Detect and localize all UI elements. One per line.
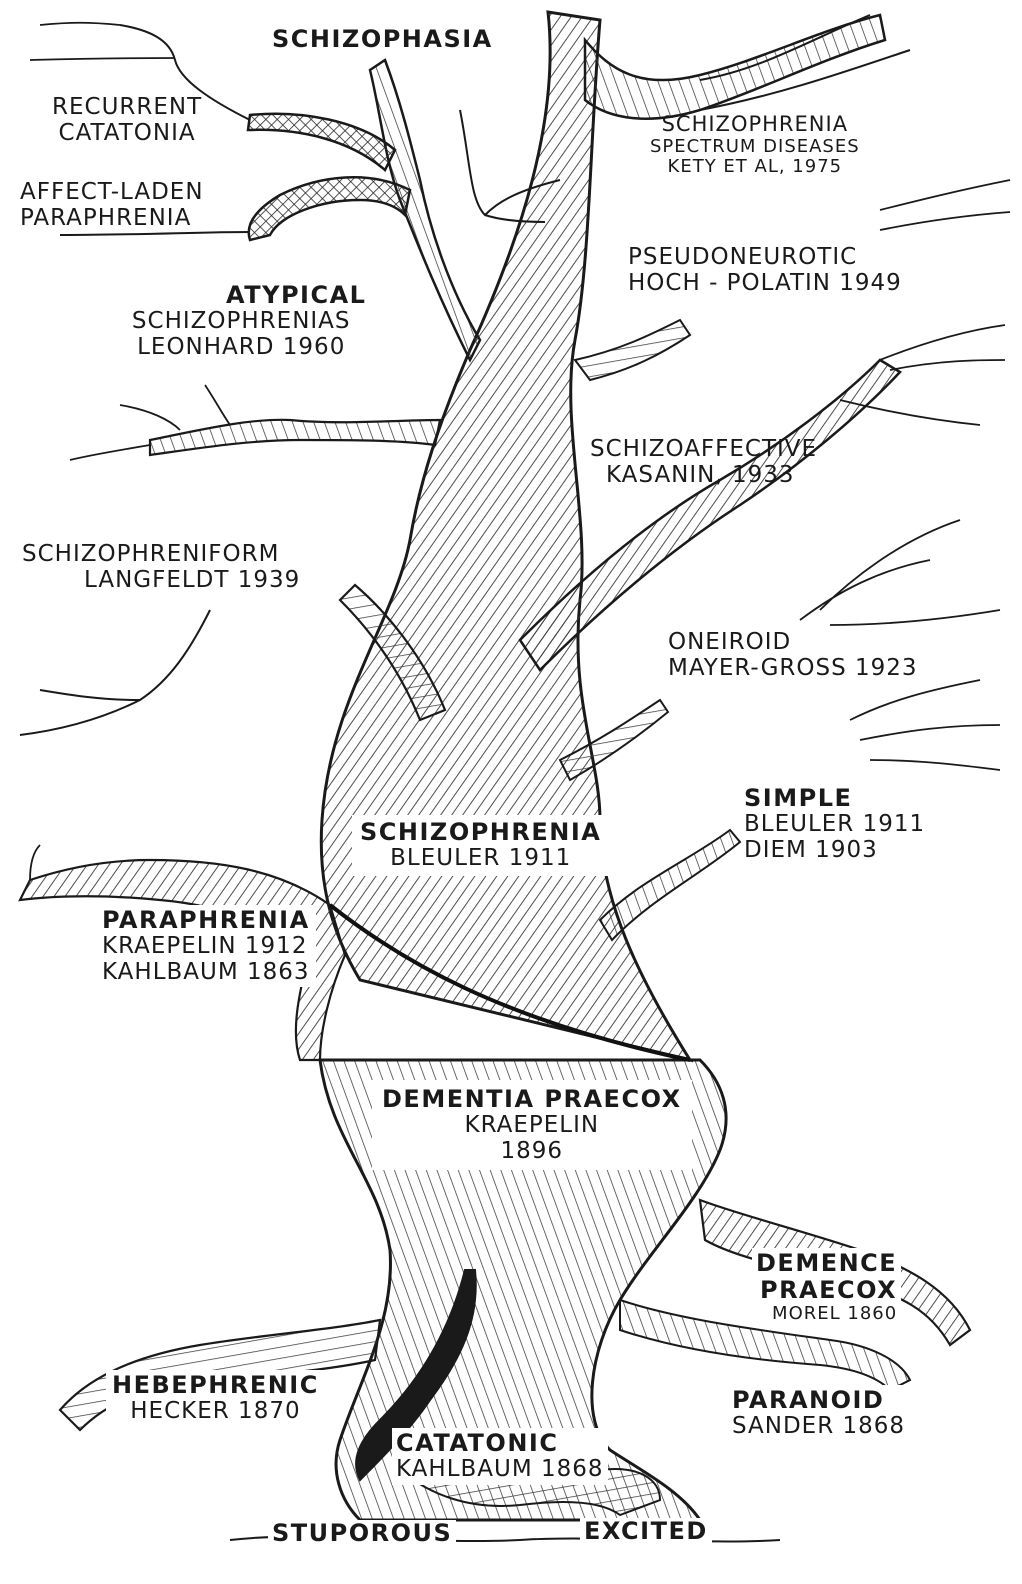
label-schizophrenia-spectrum: SCHIZOPHRENIA SPECTRUM DISEASES KETY ET … (650, 113, 860, 177)
label-demence-praecox-line3: MOREL 1860 (756, 1304, 897, 1324)
label-spectrum-line2: SPECTRUM DISEASES (650, 137, 860, 157)
label-excited-title: EXCITED (584, 1518, 708, 1545)
label-affect-laden-line2: PARAPHRENIA (20, 206, 204, 232)
label-stuporous: STUPOROUS (268, 1520, 456, 1547)
label-atypical-line3: LEONHARD 1960 (116, 335, 366, 361)
branch-affect-laden (249, 177, 410, 240)
label-schizophrenia-line2: BLEULER 1911 (360, 846, 601, 872)
label-spectrum-line3: KETY ET AL, 1975 (650, 157, 860, 177)
label-paraphrenia-line1: PARAPHRENIA (102, 907, 310, 934)
label-paraphrenia: PARAPHRENIA KRAEPELIN 1912 KAHLBAUM 1863 (96, 905, 316, 987)
label-paraphrenia-line2: KRAEPELIN 1912 (102, 934, 310, 960)
label-schizoaffective: SCHIZOAFFECTIVE KASANIN, 1933 (590, 437, 817, 489)
label-simple-line2: BLEULER 1911 (744, 812, 925, 838)
label-dementia-praecox: DEMENTIA PRAECOX KRAEPELIN 1896 (372, 1080, 692, 1170)
label-atypical-line1: ATYPICAL (116, 282, 366, 309)
label-affect-laden-paraphrenia: AFFECT-LADEN PARAPHRENIA (20, 180, 204, 232)
label-demence-praecox: DEMENCE PRAECOX MOREL 1860 (752, 1248, 901, 1326)
label-schizophasia-title: SCHIZOPHASIA (272, 26, 493, 53)
label-simple-line1: SIMPLE (744, 785, 925, 812)
label-atypical-schizophrenias: ATYPICAL SCHIZOPHRENIAS LEONHARD 1960 (116, 282, 366, 360)
label-schizophreniform-line1: SCHIZOPHRENIFORM (22, 542, 300, 568)
label-recurrent-catatonia: RECURRENT CATATONIA (52, 95, 202, 147)
branch-schizophasia (370, 60, 480, 360)
label-spectrum-line1: SCHIZOPHRENIA (650, 113, 860, 137)
label-pseudoneurotic: PSEUDONEUROTIC HOCH - POLATIN 1949 (628, 245, 902, 297)
label-schizophrenia-bleuler: SCHIZOPHRENIA BLEULER 1911 (352, 815, 609, 876)
label-paranoid-line2: SANDER 1868 (732, 1414, 905, 1440)
label-oneiroid-line1: ONEIROID (668, 630, 918, 656)
label-dementia-praecox-line1: DEMENTIA PRAECOX (382, 1086, 682, 1113)
label-oneiroid: ONEIROID MAYER-GROSS 1923 (668, 630, 918, 682)
label-oneiroid-line2: MAYER-GROSS 1923 (668, 656, 918, 682)
label-paranoid-line1: PARANOID (732, 1387, 905, 1414)
branch-recurrent-catatonia (248, 114, 395, 170)
label-recurrent-catatonia-line1: RECURRENT (52, 95, 202, 121)
label-paraphrenia-line3: KAHLBAUM 1863 (102, 960, 310, 986)
label-recurrent-catatonia-line2: CATATONIA (52, 121, 202, 147)
label-simple: SIMPLE BLEULER 1911 DIEM 1903 (744, 785, 925, 863)
branch-pseudoneurotic (575, 320, 690, 380)
label-stuporous-title: STUPOROUS (272, 1520, 452, 1547)
label-affect-laden-line1: AFFECT-LADEN (20, 180, 204, 206)
label-simple-line3: DIEM 1903 (744, 838, 925, 864)
label-hebephrenic-line1: HEBEPHRENIC (112, 1372, 319, 1399)
label-excited: EXCITED (580, 1518, 712, 1545)
label-catatonic: CATATONIC KAHLBAUM 1868 (392, 1428, 608, 1485)
label-pseudoneurotic-line1: PSEUDONEUROTIC (628, 245, 902, 271)
branch-simple (600, 830, 740, 940)
label-paranoid: PARANOID SANDER 1868 (728, 1385, 909, 1442)
label-hebephrenic: HEBEPHRENIC HECKER 1870 (106, 1370, 325, 1427)
label-schizophreniform: SCHIZOPHRENIFORM LANGFELDT 1939 (22, 542, 300, 594)
label-catatonic-line2: KAHLBAUM 1868 (396, 1457, 604, 1483)
label-dementia-praecox-line2: KRAEPELIN (382, 1113, 682, 1139)
branch-atypical (150, 420, 440, 455)
label-schizophasia: SCHIZOPHASIA (272, 26, 493, 53)
label-hebephrenic-line2: HECKER 1870 (112, 1399, 319, 1425)
label-schizophreniform-line2: LANGFELDT 1939 (22, 568, 300, 594)
label-catatonic-line1: CATATONIC (396, 1430, 604, 1457)
label-atypical-line2: SCHIZOPHRENIAS (116, 309, 366, 335)
label-schizoaffective-line1: SCHIZOAFFECTIVE (590, 437, 817, 463)
label-demence-praecox-line1: DEMENCE (756, 1250, 897, 1277)
label-demence-praecox-line2: PRAECOX (756, 1277, 897, 1304)
label-pseudoneurotic-line2: HOCH - POLATIN 1949 (628, 271, 902, 297)
label-schizophrenia-line1: SCHIZOPHRENIA (360, 819, 601, 846)
label-schizoaffective-line2: KASANIN, 1933 (590, 463, 817, 489)
label-dementia-praecox-line3: 1896 (382, 1139, 682, 1165)
